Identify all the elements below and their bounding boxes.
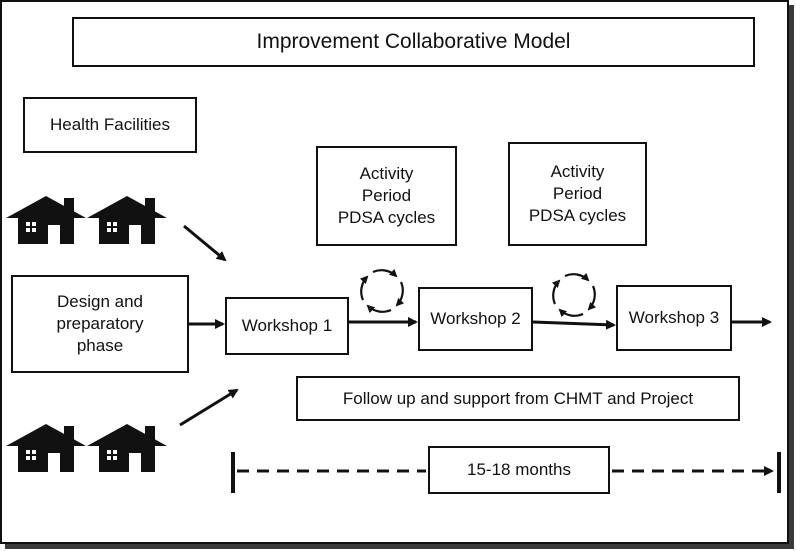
house-icon bbox=[6, 424, 86, 472]
house-icon bbox=[6, 196, 86, 244]
workshop-2-box: Workshop 2 bbox=[418, 287, 533, 351]
health-facilities-label: Health Facilities bbox=[50, 115, 170, 134]
arrow-icon bbox=[179, 388, 239, 427]
activity-period-box-2: Activity Period PDSA cycles bbox=[508, 142, 647, 246]
activity-period-box-1: Activity Period PDSA cycles bbox=[316, 146, 457, 246]
workshop-3-box: Workshop 3 bbox=[616, 285, 732, 351]
health-facilities-box: Health Facilities bbox=[23, 97, 197, 153]
workshop-label: Workshop 2 bbox=[430, 309, 521, 328]
activity-period-label: Activity Period PDSA cycles bbox=[337, 164, 436, 227]
arrow-icon bbox=[183, 224, 227, 262]
workshop-1-box: Workshop 1 bbox=[225, 297, 349, 355]
workshop-label: Workshop 1 bbox=[241, 316, 333, 335]
activity-period-label: Activity Period PDSA cycles bbox=[528, 162, 627, 225]
design-phase-box: Design and preparatory phase bbox=[11, 275, 189, 373]
pdsa-cycle-icon bbox=[361, 270, 403, 312]
title-box: Improvement Collaborative Model bbox=[72, 17, 755, 67]
workshop-label: Workshop 3 bbox=[628, 308, 720, 327]
house-icon bbox=[87, 196, 167, 244]
arrow-icon bbox=[532, 319, 616, 330]
pdsa-cycle-icon bbox=[553, 274, 595, 316]
duration-label: 15-18 months bbox=[467, 460, 571, 479]
followup-label: Follow up and support from CHMT and Proj… bbox=[342, 388, 694, 408]
house-icon bbox=[87, 424, 167, 472]
followup-support-box: Follow up and support from CHMT and Proj… bbox=[296, 376, 740, 421]
design-phase-label: Design and preparatory phase bbox=[56, 292, 144, 355]
diagram-title: Improvement Collaborative Model bbox=[256, 30, 571, 53]
duration-box: 15-18 months bbox=[428, 446, 610, 494]
